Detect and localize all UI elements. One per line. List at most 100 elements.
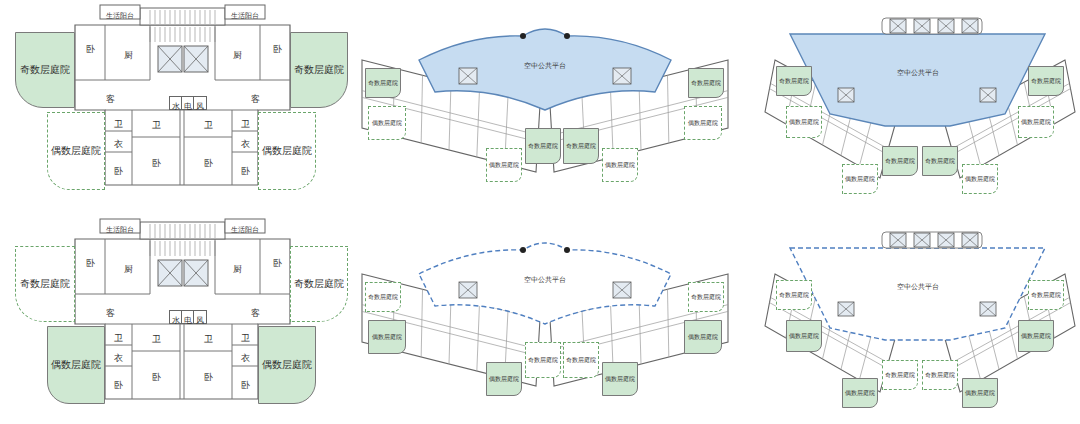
wall-line [160, 27, 161, 42]
shaft-box [182, 97, 195, 110]
room-label-holder: 生活阳台 [231, 3, 259, 22]
room-label: 客 [251, 94, 260, 104]
room-label: 卧 [273, 44, 282, 54]
wall-line [200, 241, 201, 256]
wall-line [184, 260, 208, 286]
public-platform: 空中公共平台 [790, 232, 1045, 342]
wall-line [150, 25, 151, 80]
elevator-symbol [962, 233, 978, 247]
wall-line [175, 10, 176, 24]
wall-line [132, 137, 180, 138]
elevator-cross [962, 233, 978, 247]
wall-line [667, 289, 668, 357]
wall-line [175, 224, 176, 238]
room-label-holder: 生活阳台 [231, 217, 259, 236]
courtyard-label: 偶数层庭院 [605, 162, 635, 169]
courtyard: 奇数层庭院 [922, 146, 958, 176]
room-label-holder: 衣 [114, 346, 123, 365]
room-label: 厨 [124, 264, 133, 274]
wall-line [667, 75, 668, 143]
courtyard-label: 奇数层庭院 [294, 278, 344, 290]
elevator-cross [838, 88, 854, 102]
courtyard: 偶数层庭院 [684, 106, 722, 140]
courtyard: 偶数层庭院 [368, 106, 406, 140]
room-label: 厨 [124, 50, 133, 60]
elevator-symbol [459, 282, 477, 298]
room-label: 卫 [241, 333, 250, 343]
room-label-holder: 风 [196, 308, 204, 327]
wall-line [105, 152, 132, 153]
wall-line [160, 224, 161, 238]
courtyard: 奇数层庭院 [290, 32, 348, 108]
courtyard-label: 奇数层庭院 [1031, 78, 1061, 85]
room-label-holder: 生活阳台 [106, 217, 134, 236]
room-label-holder: 水 [172, 94, 180, 113]
wall-line [195, 27, 196, 42]
courtyard: 奇数层庭院 [1028, 280, 1064, 310]
room-label: 衣 [241, 139, 250, 149]
wall-line [184, 137, 232, 138]
courtyard: 奇数层庭院 [776, 66, 812, 96]
room-label-holder: 卫 [204, 327, 213, 346]
courtyard-label: 偶数层庭院 [489, 376, 519, 383]
wall-line [639, 297, 641, 365]
courtyard-label: 奇数层庭院 [691, 294, 721, 301]
courtyard-label: 偶数层庭院 [51, 145, 101, 157]
courtyard: 奇数层庭院 [525, 128, 561, 164]
courtyard: 偶数层庭院 [842, 378, 878, 408]
wall-line [205, 224, 206, 238]
room-label: 卧 [152, 372, 161, 382]
wall-line [210, 224, 211, 238]
courtyard: 奇数层庭院 [365, 282, 401, 312]
platform-label: 空中公共平台 [524, 276, 566, 284]
wall-line [155, 224, 156, 238]
wall-line [215, 239, 216, 294]
wall-line [611, 90, 614, 157]
elevator-symbol [914, 233, 930, 247]
room-label-holder: 卧 [114, 373, 123, 392]
wall-line [184, 260, 208, 286]
courtyard: 偶数层庭院 [786, 320, 822, 352]
wall-line [449, 297, 451, 365]
courtyard-label: 偶数层庭院 [789, 333, 819, 340]
wall-line [170, 10, 171, 24]
wall-line [205, 241, 206, 256]
wall-line [105, 345, 132, 346]
elevator-symbol [184, 260, 208, 286]
wall-line [200, 224, 201, 238]
wall-line [105, 239, 106, 294]
wall-line [421, 75, 422, 143]
wall-line [105, 25, 106, 80]
wall-line [75, 294, 150, 295]
courtyard-label: 偶数层庭院 [688, 334, 718, 341]
room-label: 衣 [114, 353, 123, 363]
room-label-holder: 电 [184, 94, 192, 113]
wall-line [232, 366, 258, 367]
room-label-holder: 厨 [124, 43, 133, 62]
courtyard-label: 奇数层庭院 [691, 80, 721, 87]
room-label: 卧 [114, 380, 123, 390]
room-label-holder: 卫 [241, 112, 250, 131]
room-label: 卧 [152, 158, 161, 168]
room-label-holder: 厨 [124, 257, 133, 276]
courtyard: 奇数层庭院 [776, 280, 812, 310]
shaft-box [170, 311, 183, 324]
elevator-cross [613, 282, 631, 298]
room-label-holder: 卫 [114, 326, 123, 345]
room-label: 生活阳台 [106, 12, 134, 20]
platform-label: 空中公共平台 [897, 283, 939, 291]
room-label-holder: 衣 [241, 132, 250, 151]
column-dot [520, 247, 526, 253]
elevator-cross [914, 19, 930, 33]
courtyard-label: 奇数层庭院 [885, 158, 915, 165]
courtyard: 偶数层庭院 [786, 106, 822, 138]
courtyard: 奇数层庭院 [922, 360, 958, 390]
elevator-cross [980, 302, 996, 316]
room-label: 客 [106, 308, 115, 318]
room-label-holder: 水 [172, 308, 180, 327]
courtyard-label: 奇数层庭院 [20, 64, 70, 76]
courtyard-label: 奇数层庭院 [1031, 292, 1061, 299]
platform-shape [790, 248, 1045, 340]
